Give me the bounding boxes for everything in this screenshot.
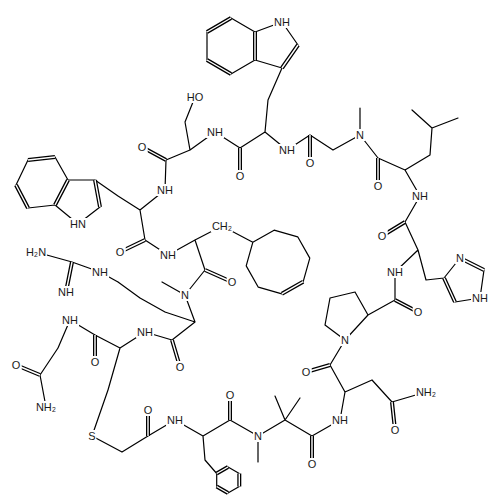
atom-label: O xyxy=(115,246,126,258)
atom-label: O xyxy=(137,141,148,153)
atom-label: HN xyxy=(69,218,87,230)
atom-label: NH xyxy=(411,190,429,202)
atom-label: NH₂ xyxy=(35,401,57,413)
atom-label: O xyxy=(235,170,246,182)
double-bond-gap xyxy=(16,18,484,493)
atom-label: O xyxy=(301,366,312,378)
atom-label: O xyxy=(11,359,22,371)
atom-label: O xyxy=(373,180,384,192)
atom-label: NH xyxy=(91,266,109,278)
atom-label: N xyxy=(340,334,350,346)
atom-label: NH xyxy=(159,249,177,261)
single-bonds xyxy=(16,18,484,493)
atom-label: NH xyxy=(61,314,79,326)
atom-label: O xyxy=(390,424,401,436)
atom-label: O xyxy=(377,230,388,242)
atom-label: CH₂ xyxy=(211,220,233,232)
atom-label: O xyxy=(305,157,316,169)
atom-label: NH xyxy=(206,126,224,138)
atom-label: S xyxy=(87,430,96,442)
atom-label: NH xyxy=(386,266,404,278)
atom-label: NH₂ xyxy=(415,386,437,398)
atom-label: O xyxy=(175,361,186,373)
atom-label: N xyxy=(455,252,465,264)
atom-label: O xyxy=(225,389,236,401)
atom-label: N xyxy=(180,289,190,301)
atom-label: H₂N xyxy=(25,246,47,258)
atom-label: O xyxy=(307,458,318,470)
atom-label: NH xyxy=(166,414,184,426)
atom-label: NH xyxy=(471,292,489,304)
atom-label: HO xyxy=(186,91,205,103)
atom-label: O xyxy=(227,276,238,288)
atom-label: N xyxy=(253,430,263,442)
double-bonds xyxy=(16,18,484,493)
atom-label: O xyxy=(413,306,424,318)
atom-label: O xyxy=(90,356,101,368)
atom-label: NH xyxy=(57,286,75,298)
atom-label: NH xyxy=(278,144,296,156)
atom-label: NH xyxy=(136,326,154,338)
atom-label: NH xyxy=(156,184,174,196)
atom-label: O xyxy=(143,404,154,416)
atom-label: NH xyxy=(273,16,291,28)
atom-label: N xyxy=(355,129,365,141)
atom-label: NH xyxy=(331,414,349,426)
